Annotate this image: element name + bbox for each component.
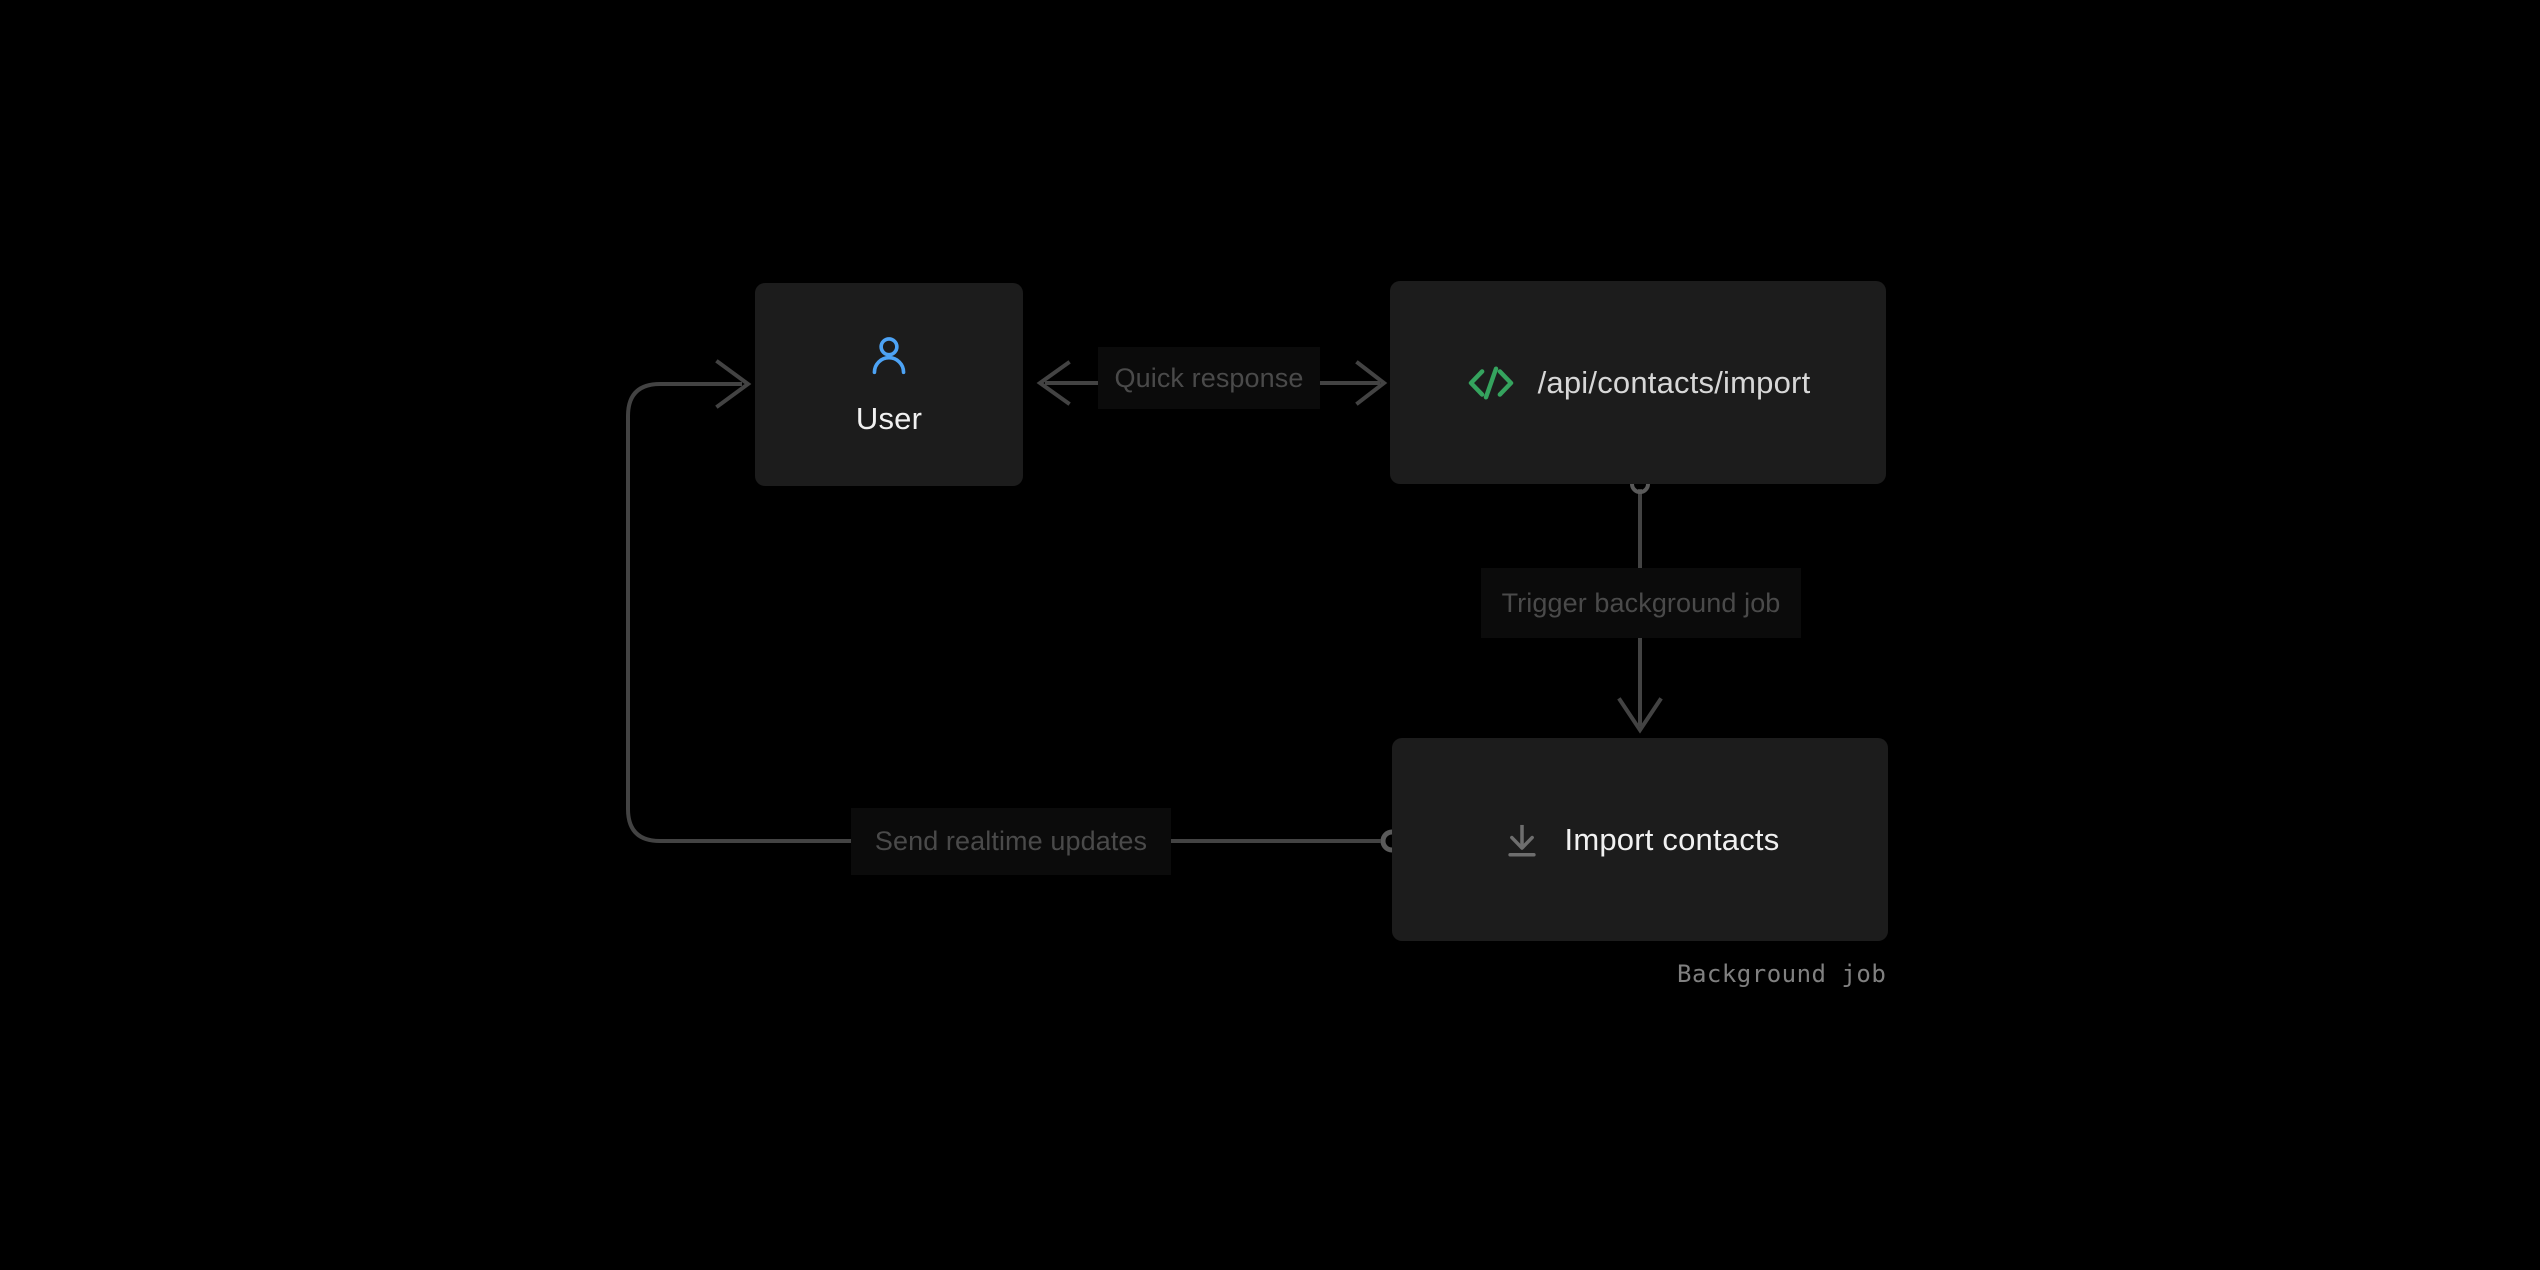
edge-label-trigger-background-job: Trigger background job [1481,568,1801,638]
download-icon [1501,819,1543,861]
node-import-contacts-label: Import contacts [1564,821,1780,857]
node-api-endpoint-label: /api/contacts/import [1537,364,1811,400]
node-import-contacts[interactable]: Import contacts [1392,738,1888,941]
edge-label-send-realtime-updates: Send realtime updates [851,808,1171,875]
node-api-endpoint[interactable]: /api/contacts/import [1390,281,1886,484]
code-icon [1466,363,1516,403]
user-icon [866,333,912,379]
node-import-contacts-caption: Background job [1677,960,1887,988]
edge-label-quick-response: Quick response [1098,347,1320,409]
node-user-label: User [855,400,923,436]
edge-quick-response-right-arrow [1320,360,1388,406]
node-user[interactable]: User [755,283,1023,486]
